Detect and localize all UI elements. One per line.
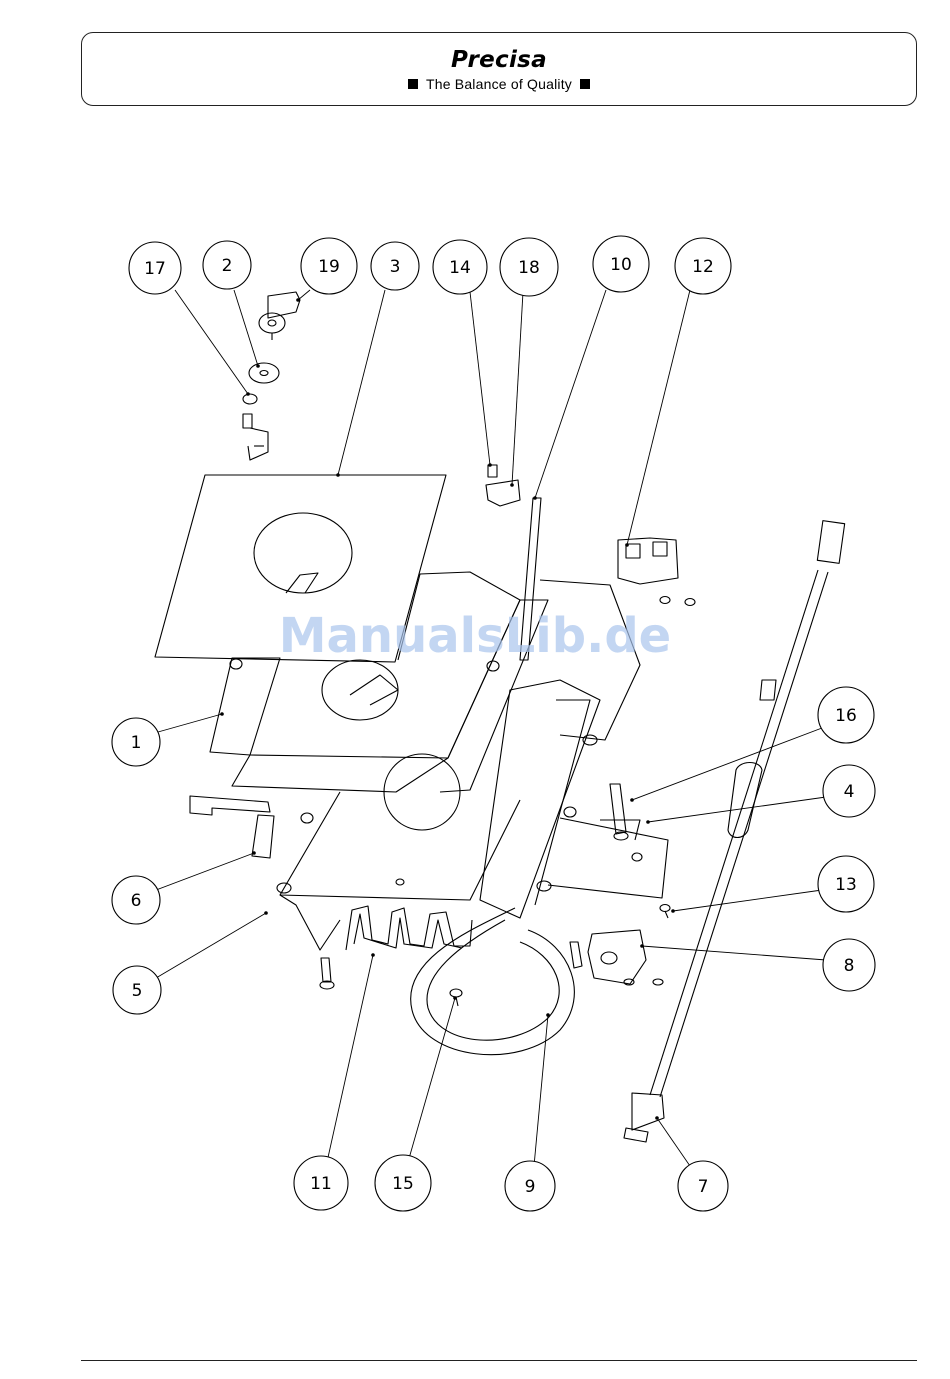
callout-label: 11 [310, 1174, 332, 1194]
part-ring [411, 908, 575, 1055]
callout-label: 16 [835, 706, 857, 726]
callout-14: 14 [433, 240, 487, 294]
callout-16: 16 [818, 687, 874, 743]
callout-9: 9 [505, 1161, 555, 1211]
callout-18: 18 [500, 238, 558, 296]
callout-label: 18 [518, 258, 540, 278]
part-connector-left [190, 796, 274, 858]
callout-label: 7 [698, 1177, 709, 1197]
callout-label: 17 [144, 259, 166, 279]
part-switch [570, 930, 663, 985]
callout-label: 6 [131, 891, 142, 911]
callout-1: 1 [112, 718, 160, 766]
callout-label: 10 [610, 255, 632, 275]
callout-label: 19 [318, 257, 340, 277]
callout-10: 10 [593, 236, 649, 292]
callout-label: 1 [131, 733, 142, 753]
watermark: ManualsLib.de [279, 608, 671, 664]
part-screw-left [320, 958, 334, 989]
part-washer [249, 363, 279, 383]
callout-label: 8 [844, 956, 855, 976]
callout-label: 3 [390, 257, 401, 277]
callout-7: 7 [678, 1161, 728, 1211]
callout-13: 13 [818, 856, 874, 912]
callout-3: 3 [371, 242, 419, 290]
callout-19: 19 [301, 238, 357, 294]
part-screw-13 [660, 905, 670, 919]
part-clip [486, 465, 520, 506]
callout-circles: 17 2 19 3 14 18 10 12 1 16 4 6 13 5 8 11… [112, 236, 875, 1211]
parts-drawing [155, 292, 845, 1142]
part-screw-16 [610, 784, 628, 840]
callout-label: 4 [844, 782, 855, 802]
callout-label: 2 [222, 256, 233, 276]
leader-lines [156, 290, 826, 1166]
callout-11: 11 [294, 1156, 348, 1210]
callout-label: 15 [392, 1174, 414, 1194]
callout-12: 12 [675, 238, 731, 294]
callout-5: 5 [113, 966, 161, 1014]
part-heater-coil [346, 906, 472, 950]
part-nut-bracket [243, 394, 268, 460]
callout-8: 8 [823, 939, 875, 991]
callout-6: 6 [112, 876, 160, 924]
callout-15: 15 [375, 1155, 431, 1211]
leader-dots [220, 298, 675, 1120]
callout-label: 12 [692, 257, 714, 277]
callout-label: 14 [449, 258, 471, 278]
callout-label: 5 [132, 981, 143, 1001]
callout-17: 17 [129, 242, 181, 294]
callout-label: 9 [525, 1177, 536, 1197]
callout-4: 4 [823, 765, 875, 817]
callout-label: 13 [835, 875, 857, 895]
part-cap [259, 292, 300, 340]
callout-2: 2 [203, 241, 251, 289]
footer-rule [81, 1360, 917, 1361]
part-double-clip [618, 538, 695, 606]
